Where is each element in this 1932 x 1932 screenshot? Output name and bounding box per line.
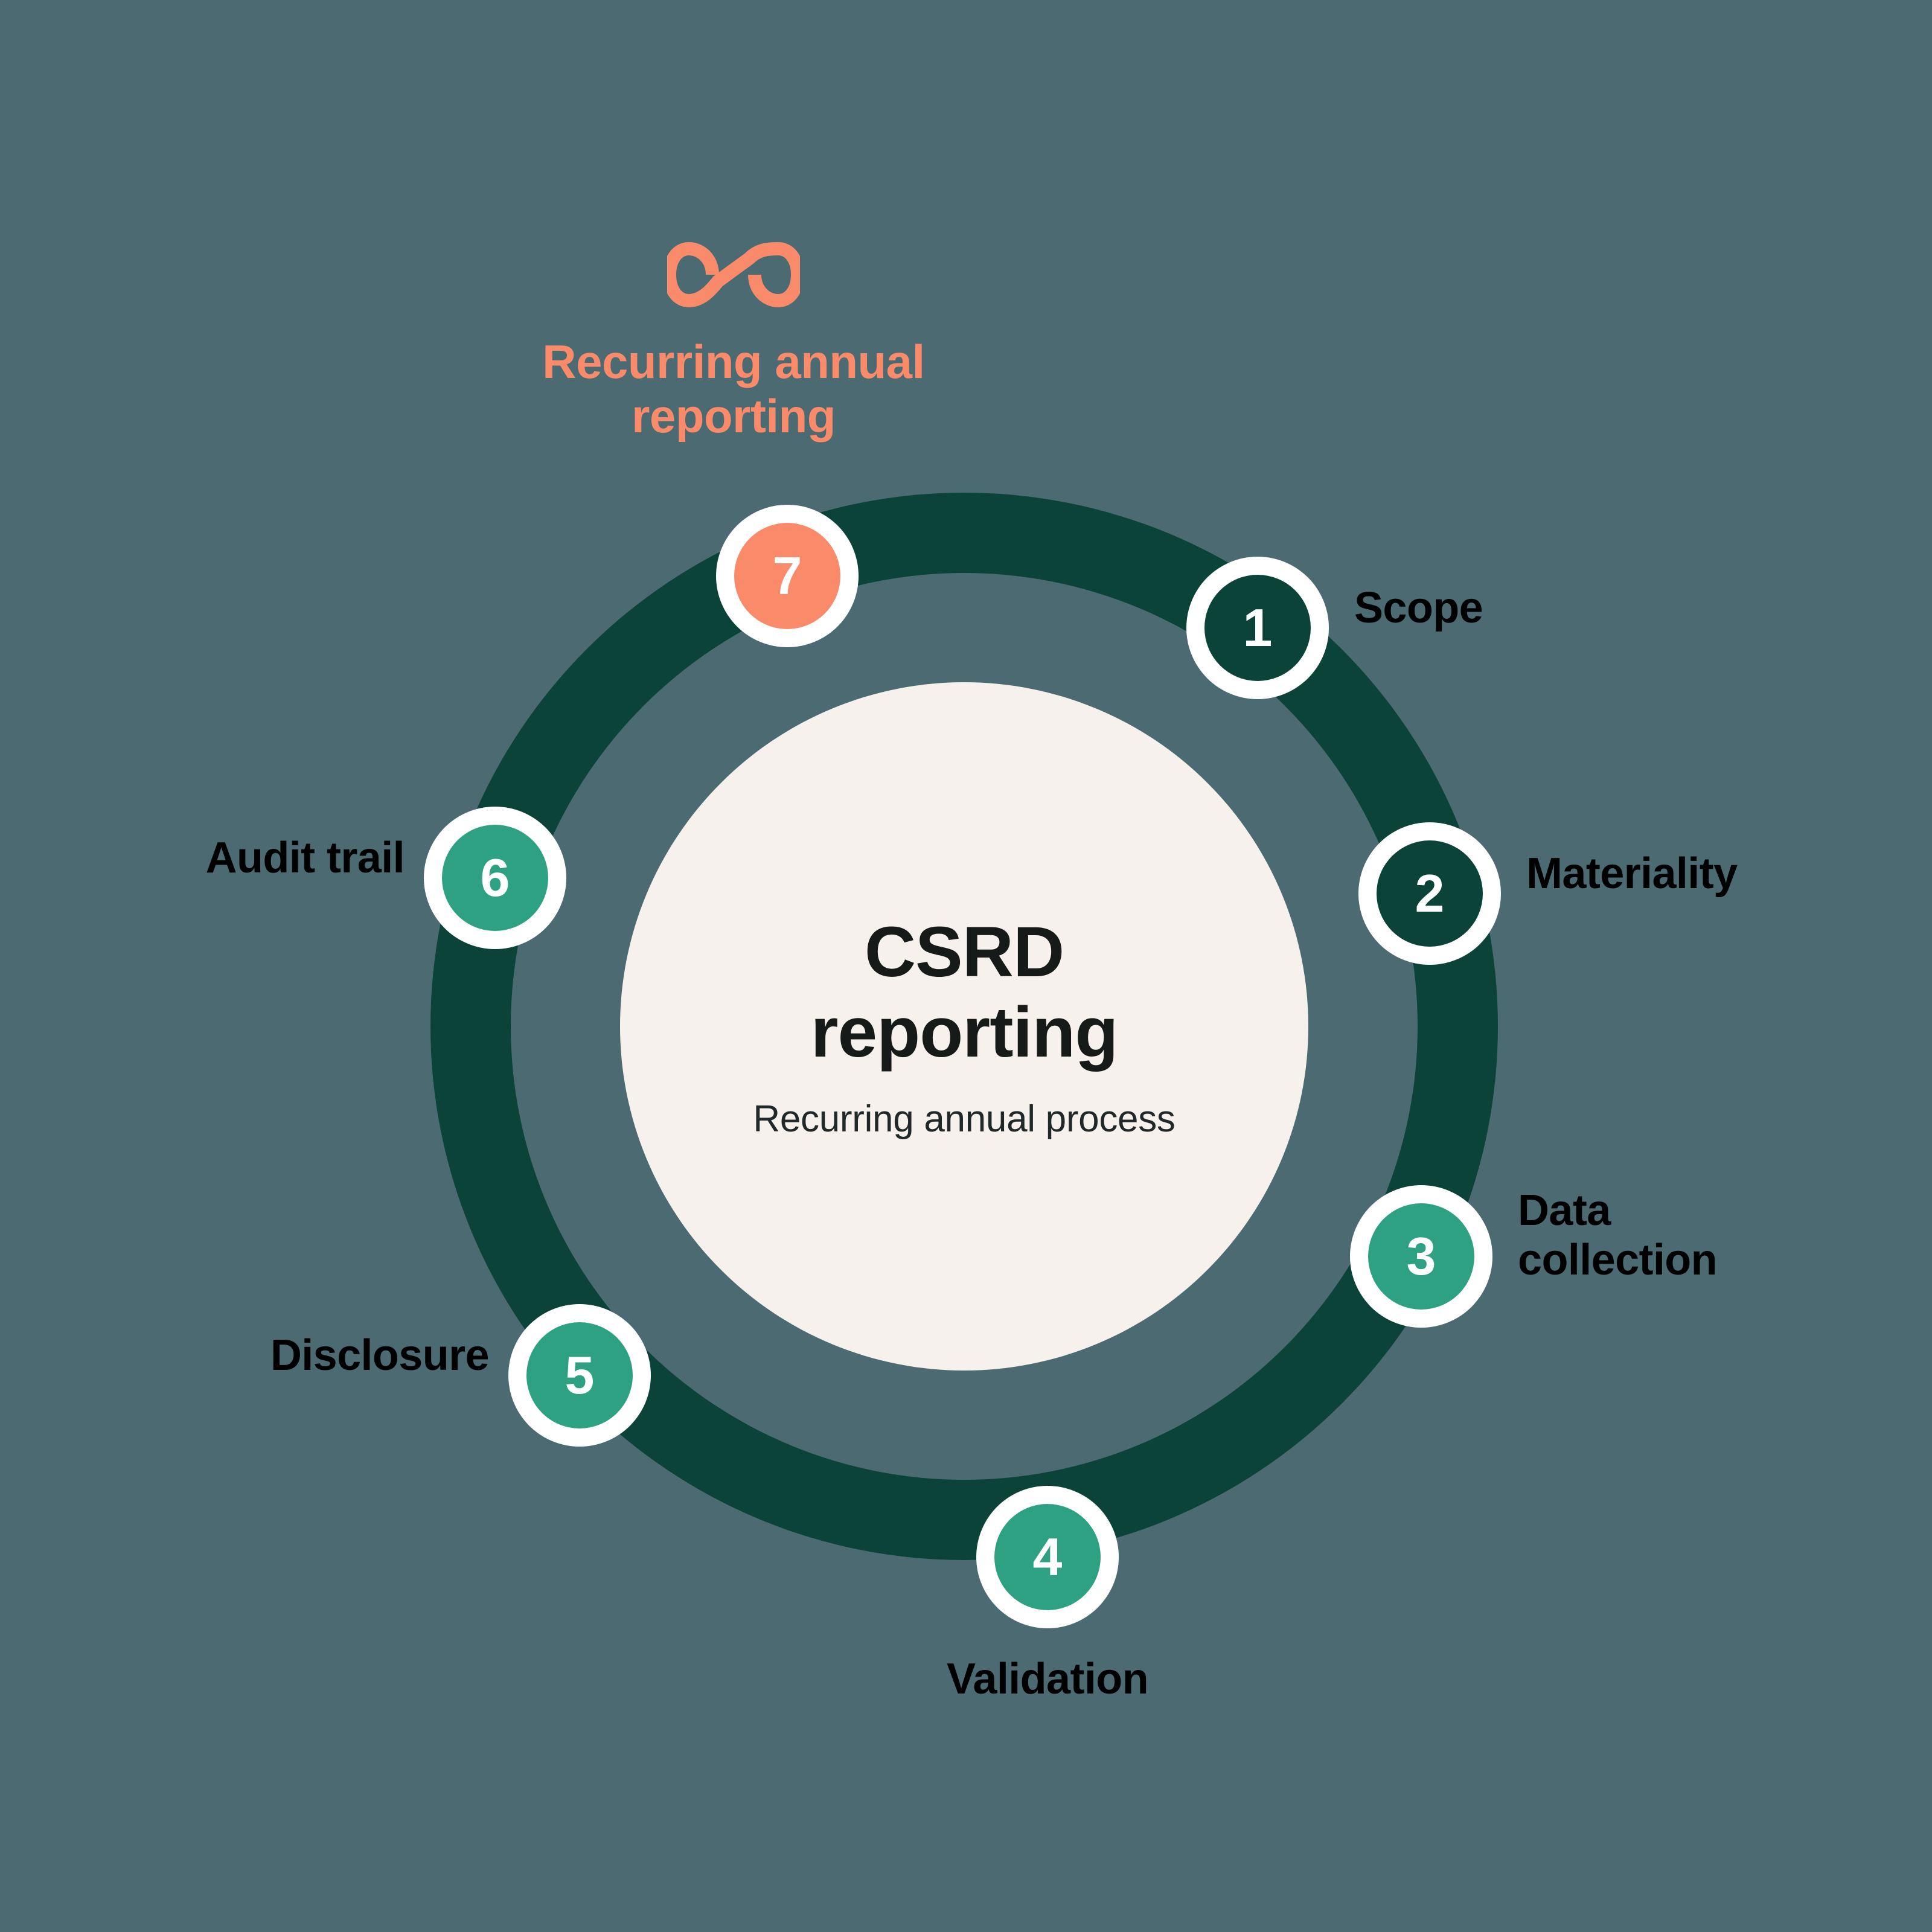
center-circle: CSRD reporting Recurring annual process: [620, 682, 1308, 1371]
step-node-1[interactable]: 1: [1186, 557, 1329, 699]
step-number-6: 6: [442, 825, 548, 931]
step-node-3[interactable]: 3: [1350, 1185, 1492, 1328]
step-node-2[interactable]: 2: [1358, 822, 1501, 965]
recurring-annual-banner: Recurring annual reporting: [504, 242, 963, 444]
step-label-scope: Scope: [1354, 584, 1483, 632]
step-label-disclosure: Disclosure: [270, 1331, 490, 1380]
page-subtitle: Recurring annual process: [753, 1098, 1176, 1140]
step-number-2: 2: [1377, 840, 1483, 947]
step-number-4: 4: [994, 1504, 1101, 1610]
step-node-7[interactable]: 7: [716, 505, 859, 647]
step-node-5[interactable]: 5: [508, 1304, 651, 1447]
step-number-1: 1: [1204, 575, 1311, 681]
step-label-validation: Validation: [946, 1655, 1149, 1703]
step-number-3: 3: [1368, 1203, 1474, 1310]
step-number-7: 7: [734, 523, 840, 629]
step-node-6[interactable]: 6: [424, 807, 566, 949]
step-label-materiality: Materiality: [1526, 849, 1738, 898]
page-title: CSRD reporting: [810, 912, 1119, 1072]
step-number-5: 5: [526, 1322, 633, 1428]
step-label-data-collection: Data collection: [1518, 1186, 1718, 1285]
step-node-4[interactable]: 4: [976, 1486, 1119, 1628]
step-label-audit-trail: Audit trail: [205, 834, 405, 882]
recurring-annual-label: Recurring annual reporting: [542, 335, 925, 443]
infinity-icon: [667, 242, 800, 308]
